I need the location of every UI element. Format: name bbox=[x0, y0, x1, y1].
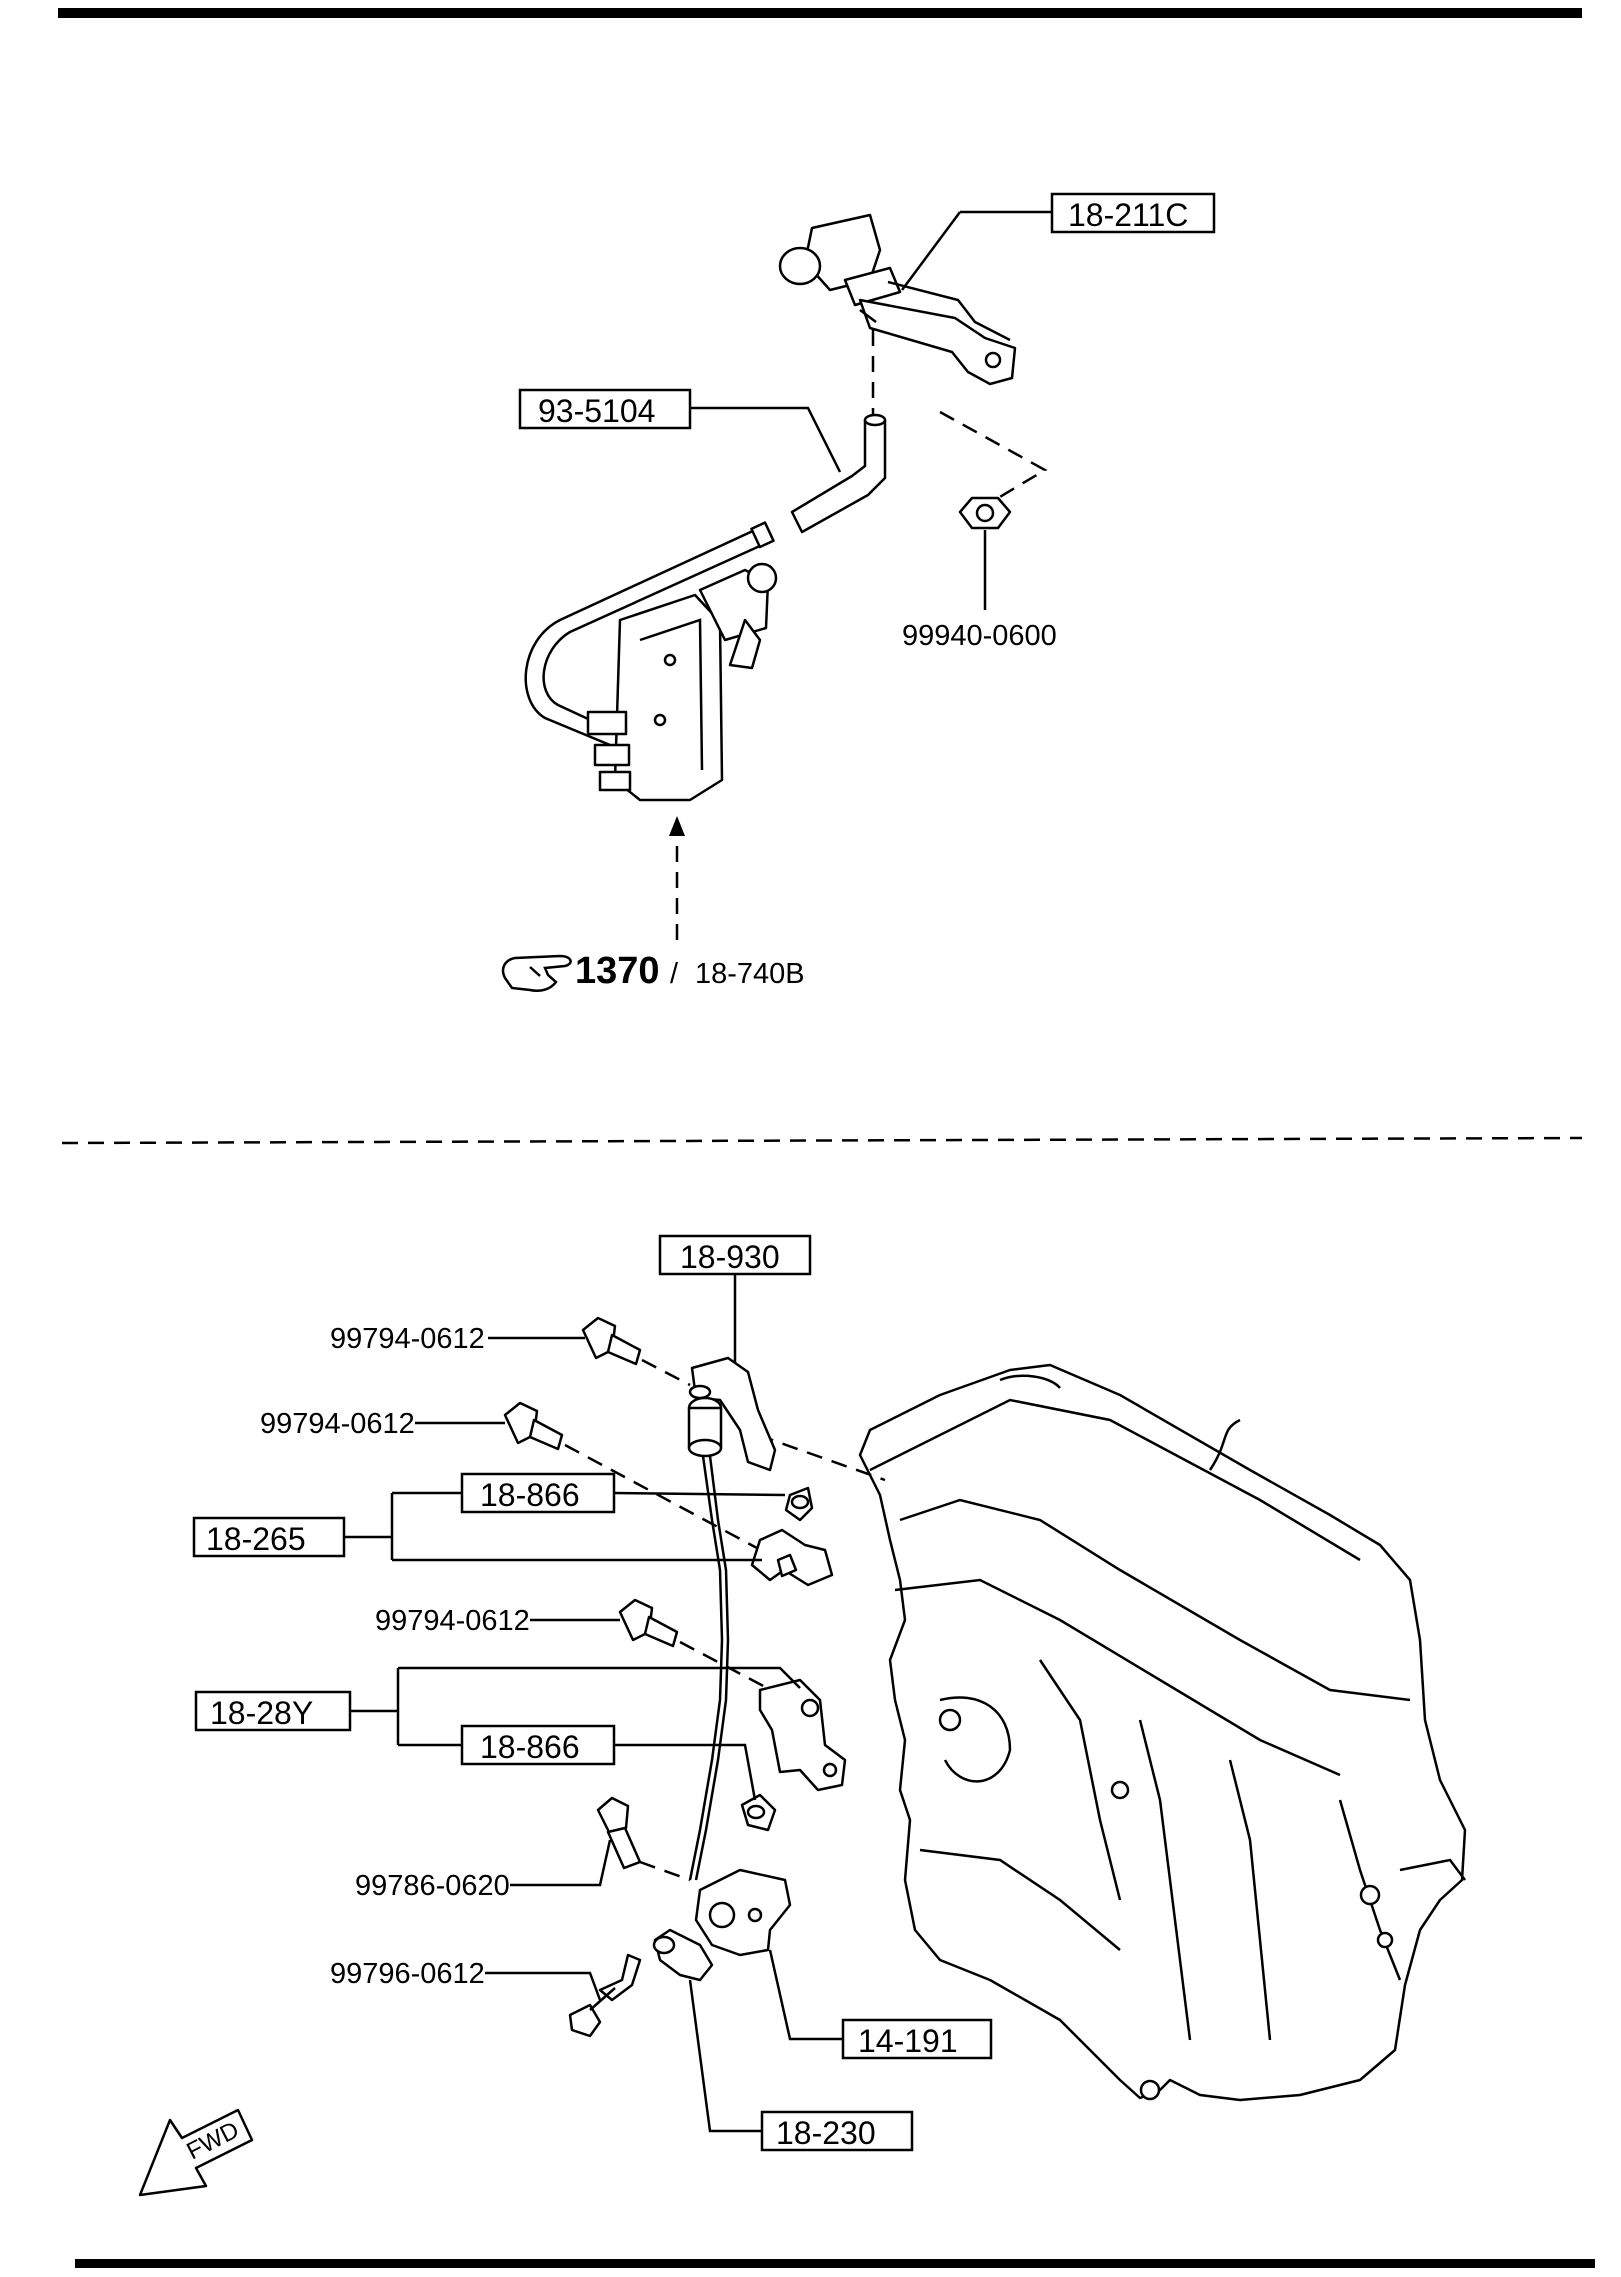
label-99940-0600: 99940-0600 bbox=[902, 620, 1057, 652]
label-18-930: 18-930 bbox=[680, 1239, 780, 1275]
box-18-930 bbox=[658, 1234, 812, 1276]
bracket-28y-part bbox=[758, 1678, 847, 1792]
bottom-border bbox=[75, 2259, 1595, 2268]
label-18-866-bottom: 18-866 bbox=[480, 1729, 580, 1765]
reference-part: 18-740B bbox=[695, 958, 805, 990]
label-18-265: 18-265 bbox=[206, 1521, 306, 1557]
bolt-c-part bbox=[618, 1598, 679, 1648]
label-bolt-e: 99796-0612 bbox=[330, 1958, 485, 1990]
solenoid-valve-part bbox=[778, 213, 1017, 386]
engine-block bbox=[858, 1363, 1467, 2102]
bolt-b-part bbox=[503, 1401, 564, 1451]
label-14-191: 14-191 bbox=[858, 2023, 958, 2059]
pointing-hand-icon bbox=[501, 954, 572, 992]
bolt-a-part bbox=[581, 1316, 642, 1366]
hose-part bbox=[790, 413, 887, 534]
top-border bbox=[58, 8, 1582, 18]
clip-bottom-part bbox=[740, 1793, 777, 1832]
reference-separator: / bbox=[670, 958, 679, 990]
knock-sensor-part bbox=[687, 1396, 730, 1881]
forward-arrow-icon: FWD bbox=[138, 2108, 254, 2197]
clip-top-part bbox=[784, 1486, 814, 1522]
canister-assembly-part bbox=[524, 521, 778, 802]
label-18-230: 18-230 bbox=[776, 2115, 876, 2151]
label-18-866-top: 18-866 bbox=[480, 1477, 580, 1513]
box-93-5104 bbox=[518, 388, 692, 430]
reference-page-number: 1370 bbox=[575, 950, 660, 992]
box-18-230 bbox=[760, 2110, 914, 2152]
bolt-e-part bbox=[568, 1953, 642, 2038]
section-divider bbox=[61, 1136, 1583, 1145]
label-93-5104: 93-5104 bbox=[538, 393, 655, 429]
nut-part bbox=[958, 496, 1012, 530]
label-bolt-b: 99794-0612 bbox=[260, 1408, 415, 1440]
label-bolt-d: 99786-0620 bbox=[355, 1870, 510, 1902]
label-18-28y: 18-28Y bbox=[210, 1695, 313, 1731]
bracket-265-part bbox=[750, 1528, 834, 1587]
bolt-d-part bbox=[596, 1796, 642, 1870]
label-18-211c: 18-211C bbox=[1068, 197, 1188, 233]
crank-sensor-part bbox=[652, 1928, 714, 1982]
label-bolt-a: 99794-0612 bbox=[330, 1323, 485, 1355]
sensor-bracket-part bbox=[694, 1868, 792, 1957]
label-bolt-c: 99794-0612 bbox=[375, 1605, 530, 1637]
box-14-191 bbox=[841, 2018, 993, 2060]
box-18-211c bbox=[1050, 192, 1216, 234]
